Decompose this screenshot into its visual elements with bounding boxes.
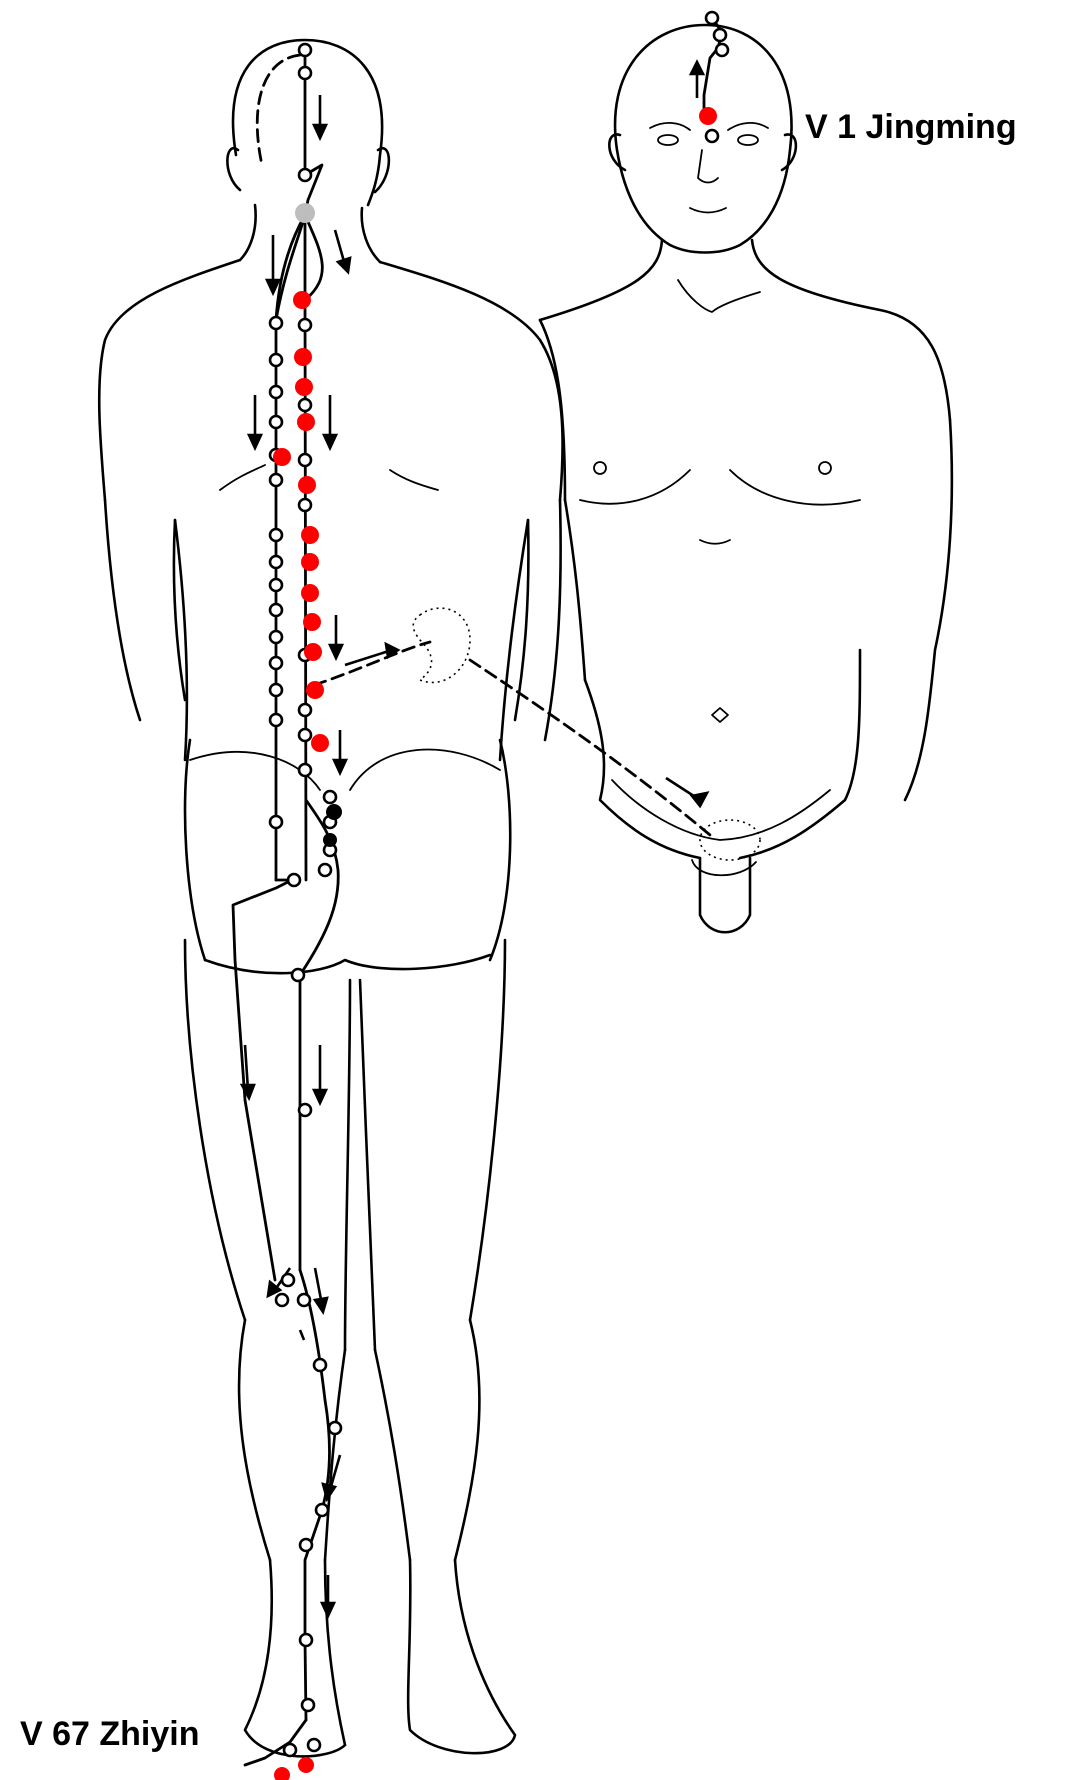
label-v1-jingming: V 1 Jingming [805, 108, 1017, 146]
acupoints-red [273, 107, 717, 1780]
zhiyin-point [274, 1767, 290, 1780]
flow-arrows [239, 59, 710, 1620]
front-figure-outline [538, 23, 954, 934]
junction-point [295, 203, 315, 223]
back-figure-outline [97, 38, 564, 1758]
label-v67-zhiyin: V 67 Zhiyin [20, 1715, 200, 1753]
meridian-path [231, 16, 724, 1767]
jingming-point [699, 107, 717, 125]
organ-outlines [412, 607, 761, 861]
acupoints-black [323, 804, 342, 847]
